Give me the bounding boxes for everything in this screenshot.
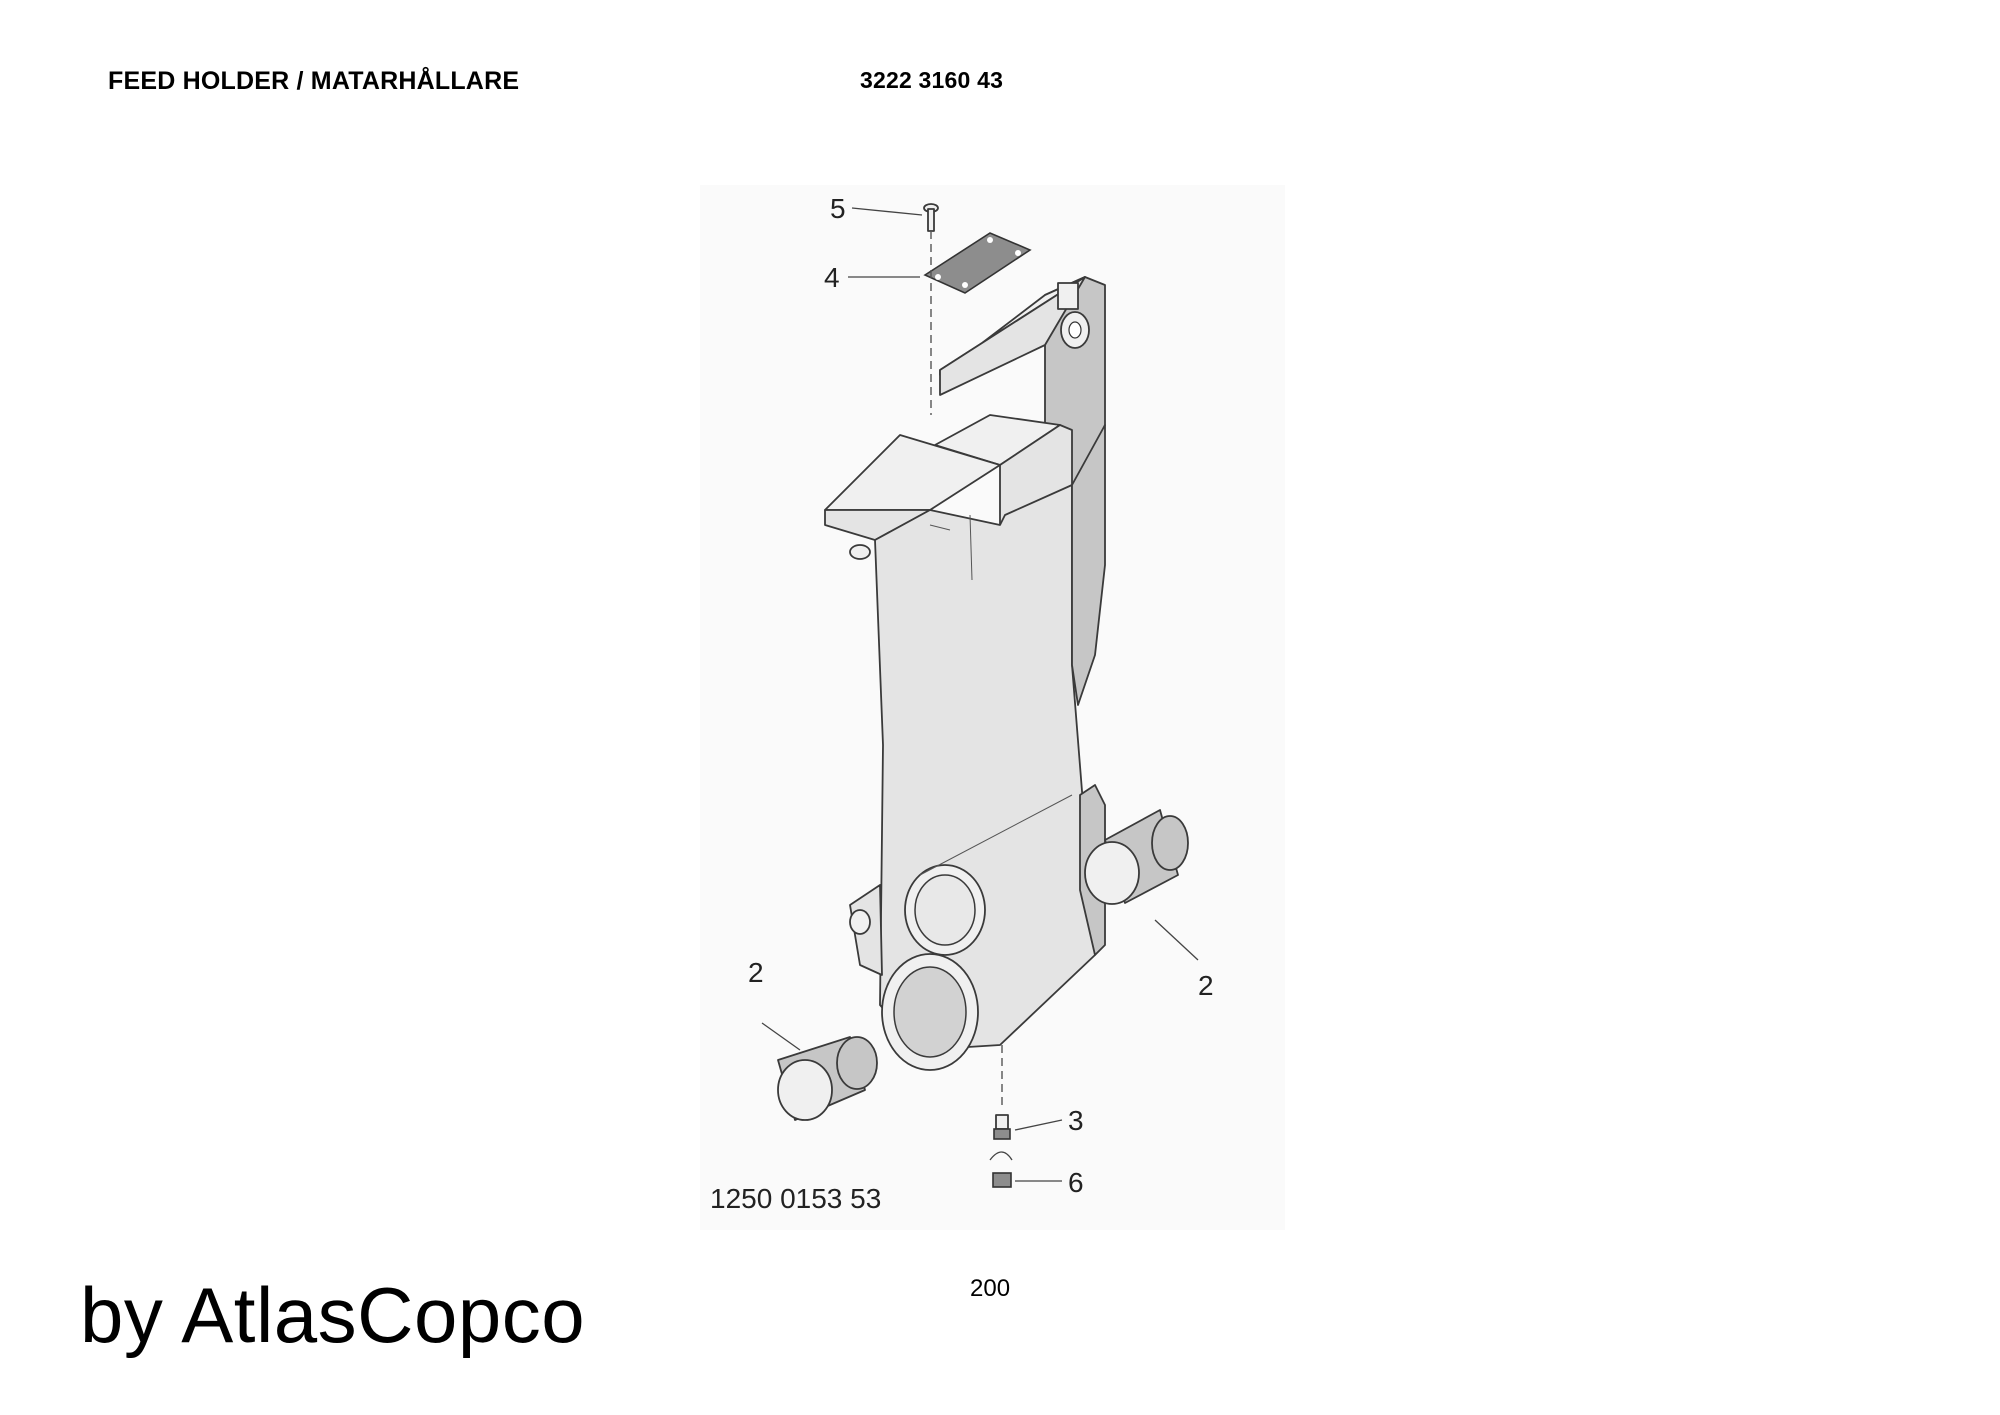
page-number: 200 xyxy=(970,1275,1011,1302)
screw xyxy=(923,203,939,232)
grease-nipple xyxy=(993,1114,1011,1140)
leader-line xyxy=(851,207,923,216)
drawing-number: 1250 0153 53 xyxy=(710,1183,881,1214)
feed-holder-body xyxy=(824,276,1106,1071)
leader-line xyxy=(1154,919,1199,961)
bushing-left xyxy=(777,1036,878,1121)
callout-2-left: 2 xyxy=(748,957,764,988)
part-number: 3222 3160 43 xyxy=(860,67,1004,93)
callout-6: 6 xyxy=(1068,1167,1084,1198)
leader-line xyxy=(1014,1119,1063,1131)
callout-5: 5 xyxy=(830,193,846,224)
page-title: FEED HOLDER / MATARHÅLLARE xyxy=(108,67,520,95)
callout-3: 3 xyxy=(1068,1105,1084,1136)
exploded-parts-diagram: 5 4 2 2 3 6 1250 0153 53 xyxy=(700,185,1285,1230)
callout-4: 4 xyxy=(824,262,840,293)
callout-2-right: 2 xyxy=(1198,970,1214,1001)
cover-plate xyxy=(923,232,1032,294)
leader-line xyxy=(761,1022,801,1051)
bushing-right xyxy=(1084,809,1189,905)
brand-watermark: by AtlasCopco xyxy=(80,1271,586,1359)
protective-cap xyxy=(989,1151,1013,1188)
